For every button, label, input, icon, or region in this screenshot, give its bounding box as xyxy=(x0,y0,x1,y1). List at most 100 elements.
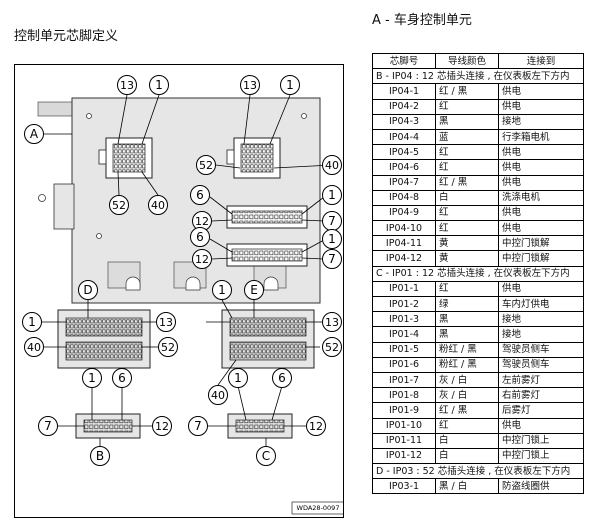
callout-circle xyxy=(158,337,178,357)
callout-label-12: 12 xyxy=(155,420,169,433)
pin-cell: IP01-10 xyxy=(372,417,436,434)
wire-color-cell: 灰 / 白 xyxy=(435,371,499,389)
callout-circle xyxy=(192,249,212,269)
callout-label-A: A xyxy=(30,127,39,141)
wire-color-cell: 蓝 xyxy=(435,128,499,146)
wire-color-cell: 红 xyxy=(435,144,499,161)
callout-label-13: 13 xyxy=(120,79,134,92)
callout-label-40: 40 xyxy=(151,199,165,212)
wire-color-cell: 粉红 / 黑 xyxy=(435,341,499,358)
wire-color-cell: 黄 xyxy=(435,250,499,267)
column-header: 芯脚号 xyxy=(372,52,436,70)
pin-cell: IP04-1 xyxy=(372,83,436,100)
connects-to-cell: 行李箱电机 xyxy=(498,128,584,146)
connects-to-cell: 中控门锁上 xyxy=(498,432,584,449)
callout-circle xyxy=(22,312,42,332)
callout-label-40: 40 xyxy=(27,341,41,354)
callout-circle xyxy=(24,337,44,357)
wire-color-cell: 白 xyxy=(435,447,499,465)
callout-label-13: 13 xyxy=(325,316,339,329)
pin-cell: IP01-9 xyxy=(372,402,436,419)
callout-label-52: 52 xyxy=(161,341,175,354)
callout-circle xyxy=(322,337,342,357)
pin-cell: IP04-2 xyxy=(372,98,436,115)
wire-color-cell: 红 / 黑 xyxy=(435,83,499,100)
wire-color-cell: 红 / 黑 xyxy=(435,402,499,419)
pin-cell: IP01-11 xyxy=(372,432,436,449)
connects-to-cell: 供电 xyxy=(498,159,584,176)
callout-label-D: D xyxy=(83,283,92,297)
leader-lines xyxy=(42,94,333,446)
callout-circle xyxy=(196,155,216,175)
connects-to-cell: 中控门锁上 xyxy=(498,447,584,465)
callout-label-12: 12 xyxy=(309,420,323,433)
callout-circle xyxy=(149,75,169,95)
connects-to-cell: 中控门锁解 xyxy=(498,235,584,252)
wire-color-cell: 黑 / 白 xyxy=(435,478,499,495)
wire-color-cell: 红 xyxy=(435,98,499,115)
callout-label-1: 1 xyxy=(218,283,226,297)
connects-to-cell: 供电 xyxy=(498,98,584,115)
pin-cell: IP04-5 xyxy=(372,144,436,161)
connector-12pin-upper xyxy=(226,205,308,229)
callout-label-1: 1 xyxy=(28,315,36,329)
section-label: B - IP04 : 12 芯插头连接 , 在仪表板左下方内 xyxy=(372,68,584,85)
pin-cell: IP01-8 xyxy=(372,387,436,404)
connects-to-cell: 后雾灯 xyxy=(498,402,584,419)
wire-color-cell: 黑 xyxy=(435,326,499,343)
connects-to-cell: 供电 xyxy=(498,220,584,237)
callout-label-6: 6 xyxy=(196,188,204,202)
callout-label-1: 1 xyxy=(88,371,96,385)
callout-circle xyxy=(244,280,264,300)
pin-cell: IP01-4 xyxy=(372,326,436,343)
callout-circle xyxy=(82,368,102,388)
pin-cell: IP04-11 xyxy=(372,235,436,252)
connects-to-cell: 驾驶员侧车 xyxy=(498,341,584,358)
callout-label-12: 12 xyxy=(195,253,209,266)
table-header-row: 芯脚号导线颜色连接到 xyxy=(372,52,584,70)
table-section-row: B - IP04 : 12 芯插头连接 , 在仪表板左下方内 xyxy=(372,68,584,85)
callout-label-13: 13 xyxy=(243,79,257,92)
wire-color-cell: 红 xyxy=(435,280,499,298)
callout-circle xyxy=(240,75,260,95)
left-title: 控制单元芯脚定义 xyxy=(14,29,119,44)
connects-to-cell: 供电 xyxy=(498,144,584,161)
pin-cell: IP01-1 xyxy=(372,280,436,298)
callout-circle xyxy=(322,312,342,332)
pin-cell: IP01-12 xyxy=(372,447,436,465)
callout-circle xyxy=(208,385,228,405)
callout-circle xyxy=(212,280,232,300)
connects-to-cell: 洗涤电机 xyxy=(498,189,584,206)
callout-label-7: 7 xyxy=(194,419,202,433)
connects-to-cell: 中控门锁解 xyxy=(498,250,584,267)
wire-color-cell: 绿 xyxy=(435,295,499,313)
callout-circle xyxy=(109,195,129,215)
pin-cell: IP04-9 xyxy=(372,204,436,222)
connects-to-cell: 接地 xyxy=(498,326,584,343)
callout-label-6: 6 xyxy=(196,230,204,244)
callout-circle xyxy=(272,368,292,388)
callout-circle xyxy=(188,416,208,436)
connects-to-cell: 接地 xyxy=(498,311,584,328)
pin-cell: IP04-6 xyxy=(372,159,436,176)
pin-cell: IP01-2 xyxy=(372,295,436,313)
pin-cell: IP04-4 xyxy=(372,128,436,146)
callout-circle xyxy=(190,227,210,247)
callout-label-1: 1 xyxy=(328,232,336,246)
